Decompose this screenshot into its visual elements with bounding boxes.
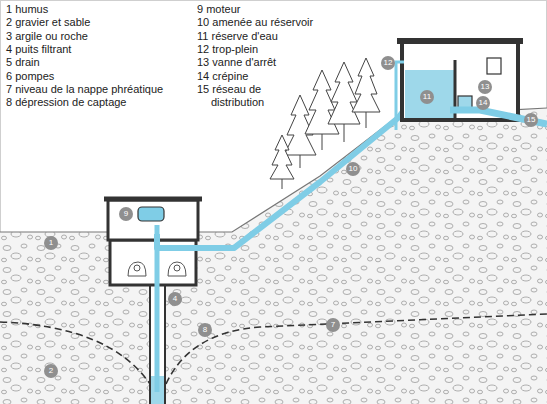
callout-number: 8 [198, 323, 212, 337]
legend-entry: 13 vanne d'arrêt [197, 56, 276, 69]
legend-entry: 7 niveau de la nappe phréatique [6, 83, 163, 96]
motor [138, 207, 164, 221]
callout-number: 15 [524, 113, 538, 127]
callout-number: 2 [44, 364, 58, 378]
callout-number: 7 [326, 318, 340, 332]
callout-number: 1 [44, 236, 58, 250]
ground-surface [0, 108, 547, 232]
legend-entry: 15 réseau de distribution [197, 83, 289, 109]
reservoir-roof [397, 38, 523, 44]
callout-number: 4 [168, 292, 182, 306]
legend-entry: 3 argile ou roche [6, 30, 88, 43]
legend-entry: 12 trop-plein [197, 43, 258, 56]
supply-pipe [157, 74, 412, 248]
callout-number: 10 [346, 162, 360, 176]
callout-number: 13 [478, 80, 492, 94]
legend-entry: 2 gravier et sable [6, 16, 90, 29]
legend-entry: 10 amenée au réservoir [197, 16, 313, 29]
pump-house [108, 200, 198, 240]
legend-entry: 9 moteur [197, 3, 240, 16]
pump-house-roof [104, 197, 202, 202]
legend-entry: 14 crépine [197, 70, 248, 83]
gravel-texture [0, 108, 547, 404]
water-table-line [0, 314, 547, 384]
legend-entry: 5 drain [6, 56, 40, 69]
legend-entry: 11 réserve d'eau [197, 30, 278, 43]
callout-number: 14 [476, 96, 490, 110]
water-reserve [405, 70, 454, 118]
legend-entry: 8 dépression de captage [6, 96, 126, 109]
legend-entry: 1 humus [6, 3, 48, 16]
stop-valve-box [487, 58, 501, 74]
trees [270, 58, 380, 189]
legend-entry: 4 puits filtrant [6, 43, 71, 56]
callout-number: 9 [119, 207, 133, 221]
overflow-pipe [396, 62, 404, 130]
legend-entry: 6 pompes [6, 70, 54, 83]
callout-number: 12 [381, 56, 395, 70]
ground [0, 108, 547, 404]
callout-number: 11 [420, 90, 434, 104]
